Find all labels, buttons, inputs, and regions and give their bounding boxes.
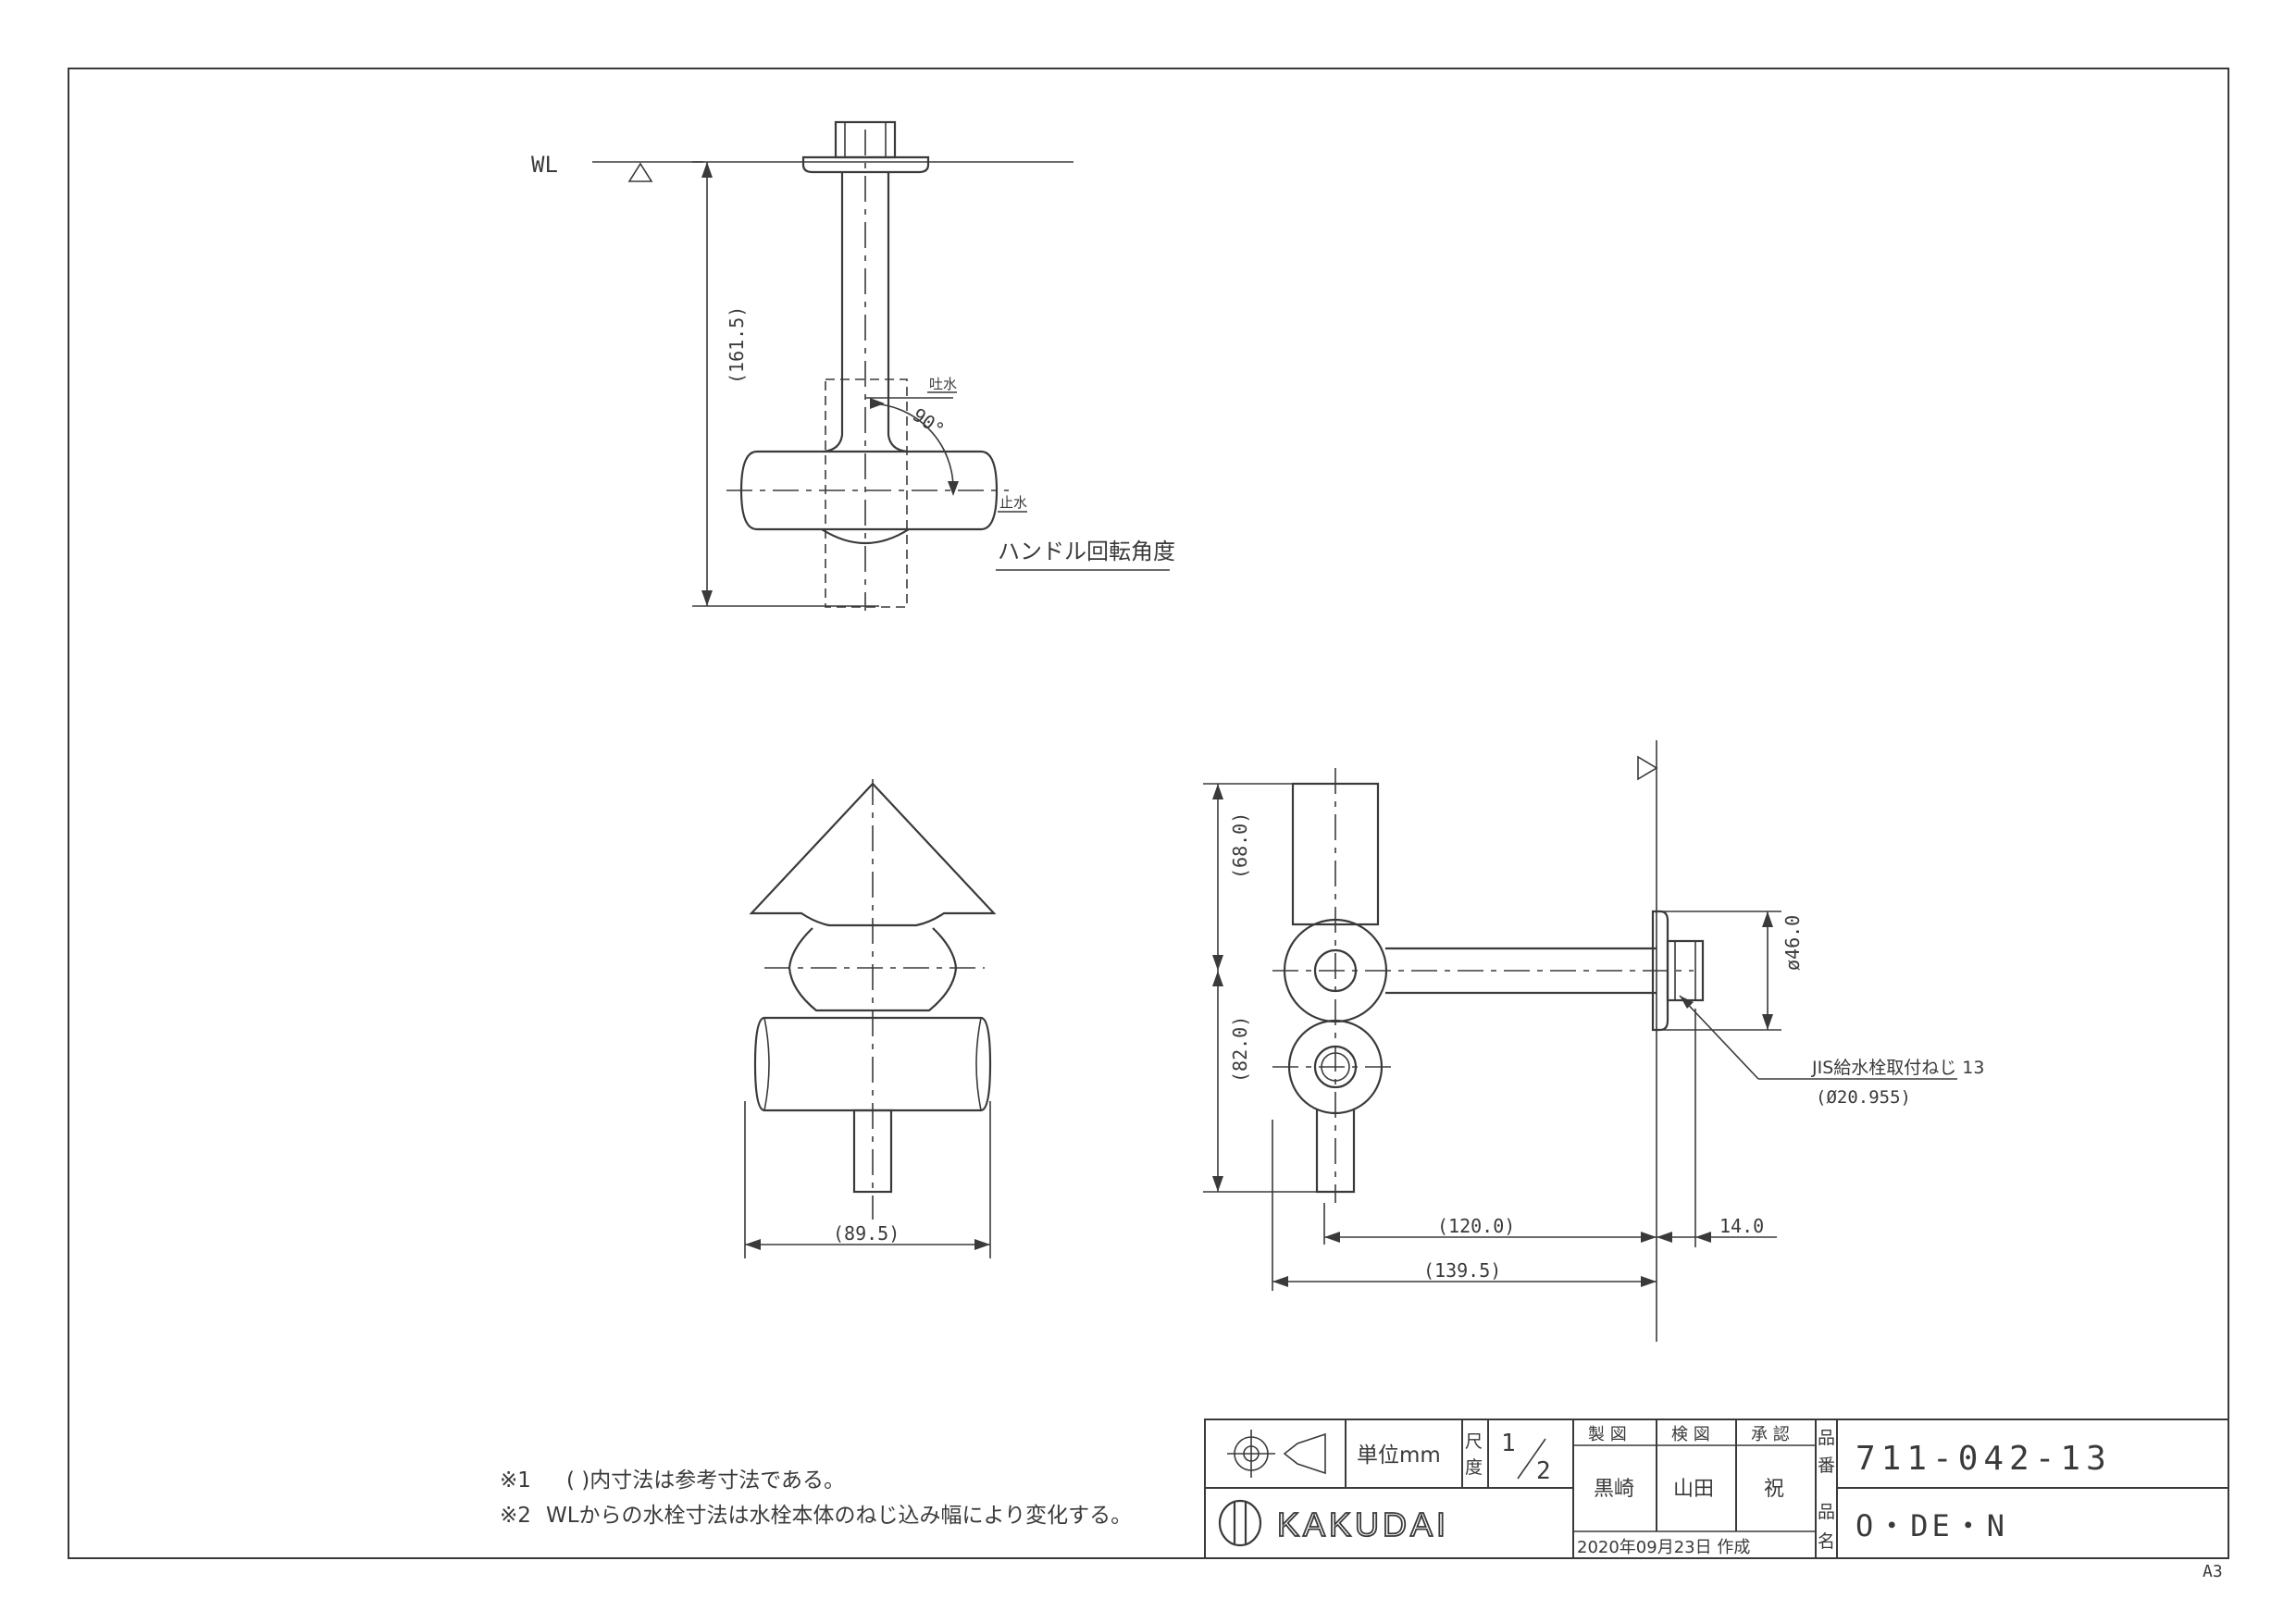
projection-symbol-icon xyxy=(1227,1430,1326,1478)
drawn-by: 黒崎 xyxy=(1594,1478,1634,1501)
thread-note-2: (Ø20.955) xyxy=(1816,1087,1911,1108)
note-1-mark: ※1 xyxy=(500,1468,531,1493)
close-label: 止水 xyxy=(999,494,1027,511)
lower-height-dimension: (82.0) xyxy=(1229,1016,1251,1083)
approved-by: 祝 xyxy=(1764,1478,1784,1501)
handle-rotation-note: ハンドル回転角度 xyxy=(998,539,1175,564)
drawing-notes: ※1 ( )内寸法は参考寸法である。 ※2 WLからの水栓寸法は水栓本体のねじ込… xyxy=(500,1468,1132,1528)
wl-triangle-icon xyxy=(627,162,653,182)
part-no-label-2: 番 xyxy=(1818,1456,1835,1476)
title-block: 単位mm 尺 度 1 2 製 図 検 図 承 認 黒崎 山田 祝 2020年09… xyxy=(1204,1419,2229,1559)
part-number: 711-042-13 xyxy=(1855,1440,2112,1478)
checked-label: 検 図 xyxy=(1671,1425,1710,1444)
wall-side-view: (68.0) (82.0) ø46.0 JIS給水栓取付ねじ 13 (Ø20.9… xyxy=(1203,740,1984,1342)
approved-label: 承 認 xyxy=(1751,1425,1790,1444)
part-name-label-2: 名 xyxy=(1818,1531,1835,1552)
upper-height-dimension: (68.0) xyxy=(1229,812,1251,879)
open-label: 吐水 xyxy=(929,376,957,392)
wl-label: WL xyxy=(531,152,558,178)
unit-label: 単位mm xyxy=(1357,1443,1441,1468)
drawn-label: 製 図 xyxy=(1588,1425,1627,1444)
company-name: KAKUDAI xyxy=(1277,1505,1449,1543)
sheet-size-label: A3 xyxy=(2203,1562,2223,1581)
angle-label: 90° xyxy=(909,403,949,440)
checked-by: 山田 xyxy=(1673,1478,1714,1501)
drawing-frame xyxy=(68,68,2229,1559)
wall-marker-icon xyxy=(1637,755,1658,781)
scale-denominator: 2 xyxy=(1536,1457,1551,1485)
scale-label-2: 度 xyxy=(1465,1457,1483,1478)
scale-numerator: 1 xyxy=(1501,1430,1516,1457)
note-2-mark: ※2 xyxy=(500,1504,531,1528)
part-no-label-1: 品 xyxy=(1818,1428,1835,1448)
front-view: (89.5) xyxy=(744,779,997,1258)
flange-diameter-dimension: ø46.0 xyxy=(1781,915,1804,971)
dimension-139-5: (139.5) xyxy=(1423,1259,1501,1282)
part-name: O・DE・N xyxy=(1855,1508,2008,1543)
dimension-120: (120.0) xyxy=(1437,1215,1515,1237)
thread-note-1: JIS給水栓取付ねじ 13 xyxy=(1811,1058,1984,1078)
part-name-label-1: 品 xyxy=(1818,1502,1835,1522)
creation-date: 2020年09月23日 作成 xyxy=(1577,1538,1750,1557)
dimension-14: 14.0 xyxy=(1719,1215,1764,1237)
side-elevation-view: WL 90° 吐水 止水 ハンドル回転角度 (161.5) xyxy=(531,120,1175,611)
height-dimension: (161.5) xyxy=(726,306,748,384)
front-width-dimension: (89.5) xyxy=(833,1222,900,1245)
note-2-text: WLからの水栓寸法は水栓本体のねじ込み幅により変化する。 xyxy=(546,1504,1132,1528)
note-1-text: ( )内寸法は参考寸法である。 xyxy=(566,1468,845,1493)
kakudai-logo-icon xyxy=(1218,1499,1262,1547)
scale-label-1: 尺 xyxy=(1465,1431,1483,1452)
